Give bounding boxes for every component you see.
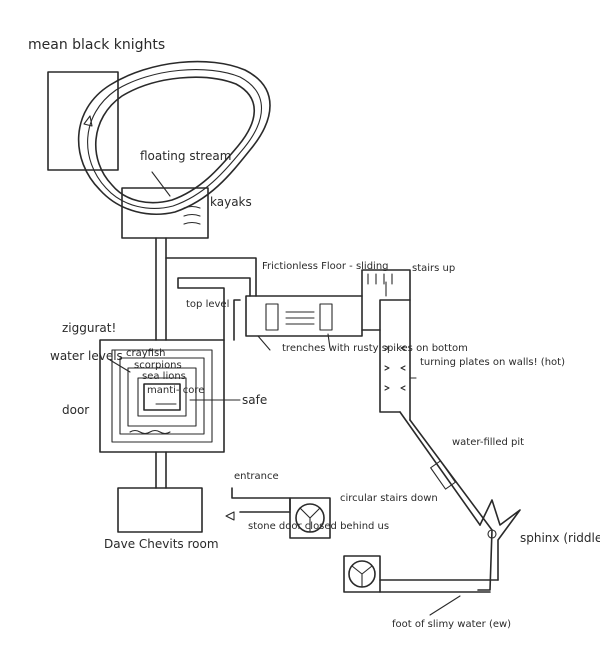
ziggurat-level-3 <box>127 367 197 427</box>
black-knights-room <box>47 71 119 171</box>
floating-stream-inner <box>94 76 256 204</box>
entrance-arrow <box>225 511 235 521</box>
label-sea-lions: sea lions <box>142 371 186 382</box>
label-safe: safe <box>242 393 268 407</box>
ziggurat-water <box>129 429 171 435</box>
kayaks-icon <box>183 205 201 225</box>
lower-spiral-lines <box>351 565 373 588</box>
label-crayfish: crayfish <box>126 348 166 359</box>
label-scorpions: scorpions <box>134 360 182 371</box>
corridor-to-frictionless <box>165 257 257 297</box>
ziggurat-room <box>99 339 225 453</box>
floating-stream-outer <box>77 60 271 215</box>
label-dave-room: Dave Chevits room <box>104 537 219 551</box>
label-ziggurat: ziggurat! <box>62 321 117 335</box>
frictionless-room <box>245 295 363 337</box>
label-floating-stream: floating stream <box>140 149 232 163</box>
upper-spiral-lines <box>299 507 321 533</box>
label-black-knights: mean black knights <box>28 37 166 53</box>
sliding-floor-icon <box>285 311 315 325</box>
corridor-ziggurat-dave <box>155 451 167 489</box>
label-top-level: top level <box>186 299 230 310</box>
label-frictionless: Frictionless Floor - sliding <box>262 261 389 272</box>
label-door: door <box>62 403 90 417</box>
label-water-levels: water levels <box>50 349 123 363</box>
stream-arrow <box>83 115 93 127</box>
pointer-floating-stream <box>151 171 171 197</box>
pointer-trench-right <box>327 333 331 349</box>
pointer-slimy-water <box>429 595 461 616</box>
sphinx-icon <box>487 529 497 539</box>
top-level-corridor-inner <box>233 299 241 341</box>
slimy-water-corridor <box>379 579 499 593</box>
top-level-corridor <box>177 277 251 341</box>
ziggurat-level-1 <box>111 349 213 443</box>
stairs-room <box>361 269 411 331</box>
turning-plates-corridor <box>379 299 411 421</box>
lower-stairs-room <box>343 555 381 593</box>
floating-stream-current <box>87 69 263 209</box>
water-filled-pit <box>430 460 456 490</box>
label-stairs-up: stairs up <box>412 263 456 274</box>
label-sphinx: sphinx (riddle) <box>520 531 600 545</box>
label-water-filled-pit: water-filled pit <box>452 437 525 448</box>
entrance-corridor <box>231 487 291 513</box>
diagonal-corridor <box>399 411 493 531</box>
spike-trench-right <box>319 303 333 331</box>
label-slimy-water: foot of slimy water (ew) <box>392 619 512 630</box>
corridor-kayak-ziggurat <box>155 237 167 341</box>
sphinx-junction <box>477 499 521 591</box>
dave-room <box>117 487 203 533</box>
manticore-chamber <box>143 383 181 411</box>
label-trenches: trenches with rusty spikes on bottom <box>282 343 468 354</box>
turning-plates-icon <box>384 345 406 391</box>
ziggurat-level-4 <box>137 377 187 417</box>
label-manticore: manti- core <box>147 385 205 396</box>
label-circular-stairs: circular stairs down <box>340 493 438 504</box>
label-entrance: entrance <box>234 471 279 482</box>
pointer-water-levels <box>109 359 131 373</box>
label-turning-plates: turning plates on walls! (hot) <box>420 357 565 368</box>
kayak-room <box>121 187 209 239</box>
stairs-up-icon <box>367 273 393 285</box>
label-stone-door: stone door closed behind us <box>248 521 390 532</box>
upper-stairs-room <box>289 497 331 539</box>
ziggurat-level-2 <box>119 357 205 435</box>
spike-trench-left <box>265 303 279 331</box>
pointer-trench-left <box>257 335 271 351</box>
label-kayaks: kayaks <box>210 195 252 209</box>
